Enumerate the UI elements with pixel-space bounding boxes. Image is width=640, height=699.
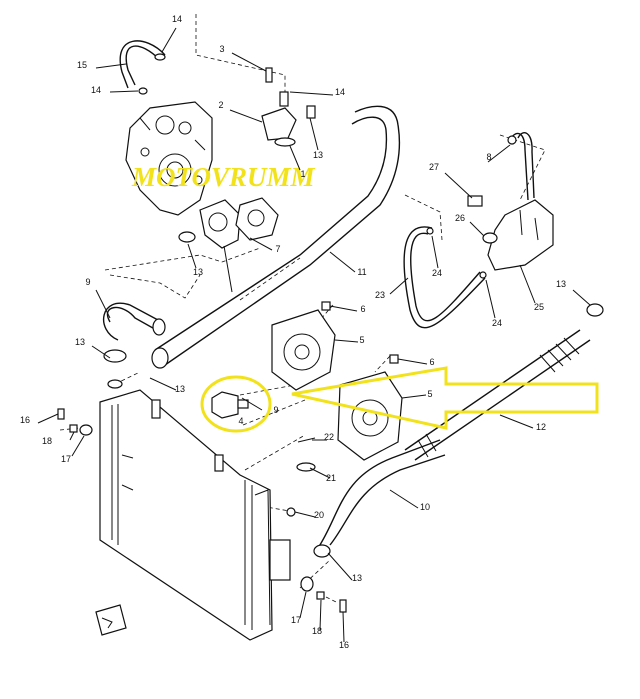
part-label-c23: 23	[375, 290, 385, 300]
part-label-c9b: 9	[273, 405, 278, 415]
coolant-pipe	[404, 303, 604, 461]
front-direction-icon	[95, 604, 127, 636]
thermo-switch	[211, 391, 263, 419]
part-label-c1: 1	[300, 169, 305, 179]
part-label-c13f: 13	[352, 573, 362, 583]
part-label-c2: 2	[218, 100, 223, 110]
radiator	[99, 379, 291, 641]
part-label-c18a: 18	[42, 436, 52, 446]
part-label-c17b: 17	[291, 615, 301, 625]
overflow-hose	[403, 226, 487, 329]
part-label-c6a: 6	[360, 304, 365, 314]
part-label-c10: 10	[420, 502, 430, 512]
fasteners	[57, 408, 347, 613]
part-label-c13d: 13	[75, 337, 85, 347]
radiator-hose-upper	[151, 105, 401, 369]
part-label-c3: 3	[219, 44, 224, 54]
water-pump-housing	[125, 101, 213, 216]
part-label-c21: 21	[326, 473, 336, 483]
part-label-c25: 25	[534, 302, 544, 312]
cooling-fan-upper	[271, 301, 336, 391]
highlight-arrow	[291, 366, 599, 430]
part-label-c13b: 13	[193, 267, 203, 277]
part-label-c16b: 16	[339, 640, 349, 650]
part-label-c14a: 14	[172, 14, 182, 24]
part-label-c15: 15	[77, 60, 87, 70]
watermark-text: MOTOVRUMM	[131, 162, 316, 192]
top-hose	[119, 40, 166, 95]
part-label-c13e: 13	[175, 384, 185, 394]
part-label-c24a: 24	[432, 268, 442, 278]
part-label-c4: 4	[238, 416, 243, 426]
coolant-reservoir	[467, 132, 554, 271]
washer-parts	[296, 437, 316, 472]
highlight-ellipse	[200, 375, 272, 433]
part-label-c27: 27	[429, 162, 439, 172]
part-label-c11: 11	[357, 267, 366, 277]
part-label-c22: 22	[324, 432, 334, 442]
part-label-c5a: 5	[359, 335, 364, 345]
outlet-fitting	[261, 67, 316, 147]
part-label-c14b: 14	[91, 85, 101, 95]
part-label-c12: 12	[536, 422, 546, 432]
part-label-c24b: 24	[492, 318, 502, 328]
part-label-c7: 7	[275, 244, 280, 254]
part-label-c13a: 13	[313, 150, 323, 160]
part-label-c20: 20	[314, 510, 324, 520]
part-label-c18b: 18	[312, 626, 322, 636]
hose-9	[102, 302, 166, 363]
thermostat-cover	[178, 197, 279, 293]
part-label-c26: 26	[455, 213, 465, 223]
part-label-c6b: 6	[429, 357, 434, 367]
part-label-c17a: 17	[61, 454, 71, 464]
part-label-c14c: 14	[335, 87, 345, 97]
part-label-c9a: 9	[85, 277, 90, 287]
radiator-hose-lower	[313, 439, 446, 558]
leader-lines	[37, 27, 591, 643]
part-label-c16a: 16	[20, 415, 30, 425]
part-label-c5b: 5	[427, 389, 432, 399]
part-label-c13c: 13	[556, 279, 566, 289]
part-label-c8: 8	[486, 152, 491, 162]
